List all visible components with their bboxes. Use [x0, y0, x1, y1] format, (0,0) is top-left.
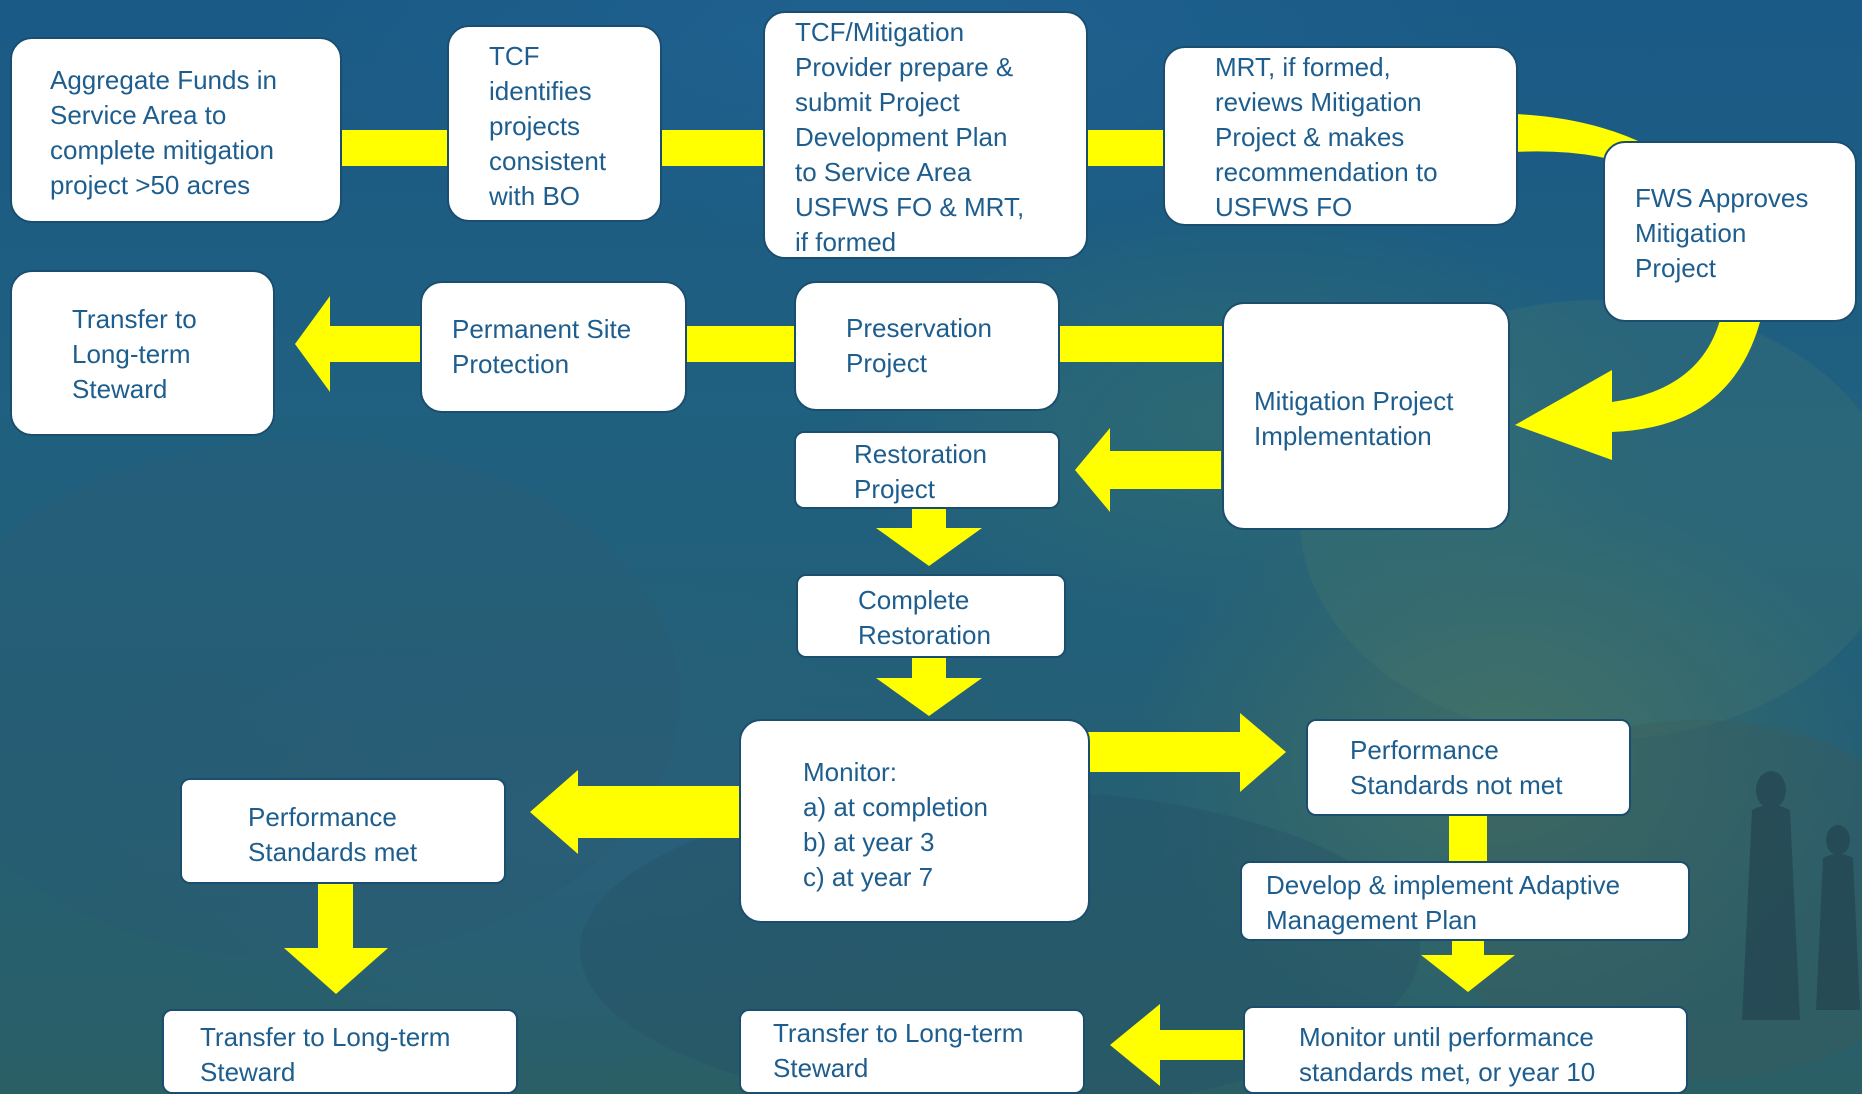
- node-preservation-project: Preservation Project: [794, 281, 1060, 411]
- node-fws-approves: FWS Approves Mitigation Project: [1603, 141, 1857, 322]
- node-aggregate-funds: Aggregate Funds in Service Area to compl…: [10, 37, 342, 223]
- left-arrow: [1075, 428, 1221, 512]
- node-transfer-steward-mid: Transfer to Long-term Steward: [739, 1009, 1085, 1094]
- node-mitigation-implementation: Mitigation Project Implementation: [1222, 302, 1510, 530]
- node-transfer-steward-top: Transfer to Long-term Steward: [10, 270, 275, 436]
- down-arrow: [876, 508, 982, 566]
- node-monitor-until: Monitor until performance standards met,…: [1243, 1006, 1688, 1094]
- node-complete-restoration: Complete Restoration: [796, 574, 1066, 658]
- node-monitor: Monitor: a) at completion b) at year 3 c…: [739, 719, 1090, 923]
- connector-bar: [683, 326, 796, 362]
- node-transfer-steward-bottom: Transfer to Long-term Steward: [162, 1009, 518, 1094]
- right-arrow: [1088, 713, 1286, 792]
- node-tcf-identifies: TCF identifies projects consistent with …: [447, 25, 662, 222]
- left-arrow: [1110, 1004, 1243, 1086]
- down-arrow: [876, 658, 982, 716]
- left-arrow: [530, 770, 741, 854]
- curved-arrow: [1515, 320, 1760, 460]
- node-adaptive-plan: Develop & implement Adaptive Management …: [1240, 861, 1690, 941]
- left-arrow: [295, 296, 420, 392]
- node-tcf-submit-plan: TCF/Mitigation Provider prepare & submit…: [763, 11, 1088, 259]
- node-mrt-reviews: MRT, if formed, reviews Mitigation Proje…: [1163, 46, 1518, 226]
- node-restoration-project: Restoration Project: [794, 431, 1060, 509]
- node-standards-not-met: Performance Standards not met: [1306, 719, 1631, 816]
- node-standards-met: Performance Standards met: [180, 778, 506, 884]
- node-permanent-site-protection: Permanent Site Protection: [420, 281, 687, 413]
- connector-bar: [1056, 326, 1226, 362]
- down-arrow: [284, 882, 388, 994]
- connector-bar: [660, 130, 766, 166]
- connector-bar: [340, 130, 450, 166]
- connector-bar: [1449, 815, 1487, 865]
- down-arrow: [1421, 939, 1515, 992]
